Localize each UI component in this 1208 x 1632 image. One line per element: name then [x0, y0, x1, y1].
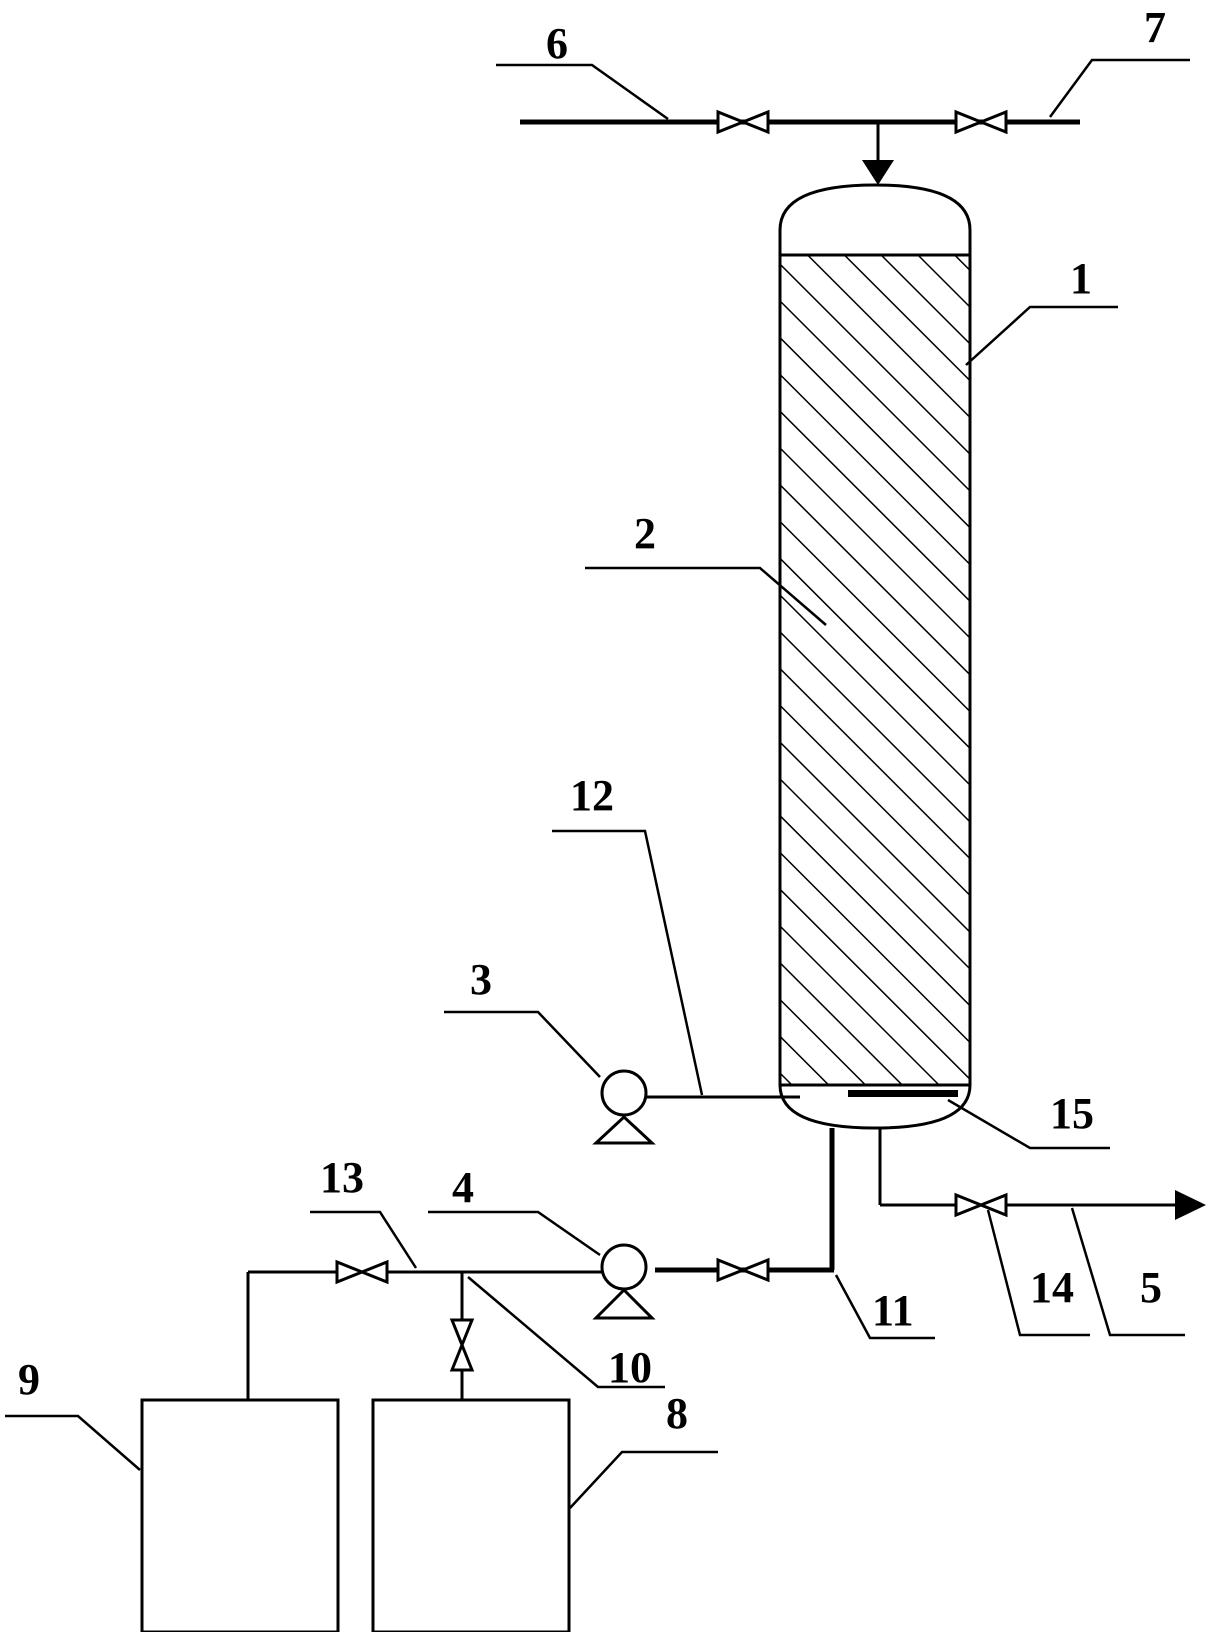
label-13: 13: [320, 1153, 364, 1202]
pipe-13: [246, 1270, 602, 1400]
pump-4[interactable]: [592, 1243, 656, 1320]
label-4: 4: [452, 1163, 474, 1212]
label-12: 12: [570, 771, 614, 820]
label-9: 9: [18, 1355, 40, 1404]
tank-9: [140, 1398, 340, 1632]
label-11: 11: [872, 1286, 914, 1335]
label-7: 7: [1144, 3, 1166, 52]
label-8: 8: [666, 1389, 688, 1438]
column-vessel: [778, 183, 972, 1130]
bottom-outlet-pipe: [878, 1128, 1206, 1220]
label-5: 5: [1140, 1263, 1162, 1312]
valve-13[interactable]: [335, 1259, 389, 1285]
label-15: 15: [1050, 1089, 1094, 1138]
valve-14[interactable]: [954, 1192, 1008, 1218]
label-6: 6: [546, 19, 568, 68]
tank-8: [371, 1398, 571, 1632]
distributor: [848, 1090, 958, 1097]
valve-10[interactable]: [449, 1318, 475, 1372]
pipe-11: [655, 1128, 835, 1273]
label-3: 3: [470, 955, 492, 1004]
valve-top-right[interactable]: [954, 109, 1008, 135]
label-2: 2: [634, 509, 656, 558]
label-1: 1: [1070, 254, 1092, 303]
label-14: 14: [1030, 1263, 1074, 1312]
leader-lines: [5, 58, 1190, 1509]
top-feed-pipe: [520, 119, 1080, 185]
label-10: 10: [608, 1343, 652, 1392]
pump-3[interactable]: [592, 1069, 656, 1145]
valve-top-left[interactable]: [716, 109, 770, 135]
valve-11[interactable]: [716, 1257, 770, 1283]
